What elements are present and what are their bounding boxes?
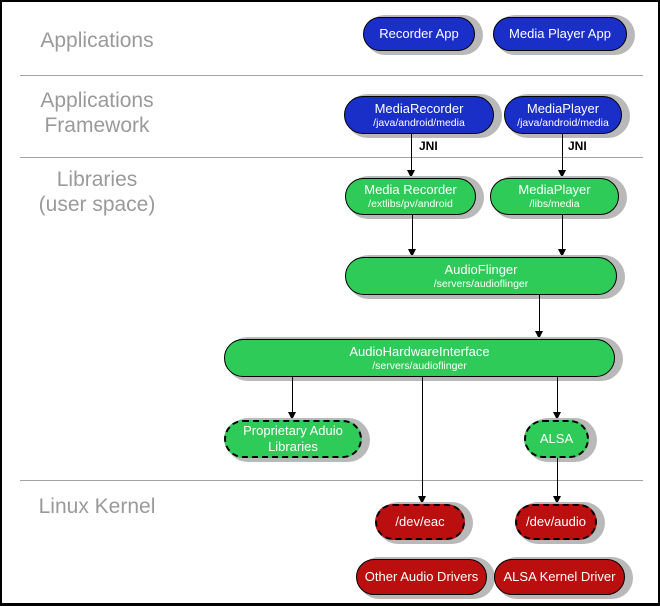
arrow-down-head bbox=[408, 249, 416, 257]
node-title: /dev/audio bbox=[526, 514, 586, 530]
edge-audioflinger-to-ahi bbox=[539, 295, 540, 331]
node-title: MediaPlayer bbox=[526, 100, 600, 116]
arrow-down-head bbox=[418, 496, 426, 504]
jni-label-left: JNI bbox=[419, 139, 438, 153]
node-mediaplayer-lib: MediaPlayer /libs/media bbox=[490, 178, 619, 215]
node-dev-audio: /dev/audio bbox=[515, 504, 597, 540]
node-title: Proprietary Aduio Libraries bbox=[243, 423, 343, 454]
arrow-down-head bbox=[407, 170, 415, 178]
node-mediarecorder-framework: MediaRecorder /java/android/media bbox=[344, 96, 494, 134]
layer-label-libraries-user-space: Libraries (user space) bbox=[38, 168, 156, 216]
node-title: /dev/eac bbox=[395, 514, 445, 530]
arrow-down-head bbox=[288, 412, 296, 420]
node-path: /servers/audioflinger bbox=[372, 359, 467, 372]
edge-mediarecorder-to-audioflinger bbox=[412, 215, 413, 249]
arrow-down-head bbox=[558, 170, 566, 178]
jni-label-right: JNI bbox=[568, 139, 587, 153]
node-title: ALSA Kernel Driver bbox=[503, 569, 616, 585]
node-title: Other Audio Drivers bbox=[364, 569, 479, 585]
layer-separator bbox=[20, 157, 643, 158]
node-title: ALSA bbox=[539, 431, 574, 447]
edge-ahi-to-dev-eac bbox=[422, 377, 423, 496]
arrow-down-head bbox=[553, 412, 561, 420]
node-path: /extlibs/pv/android bbox=[368, 198, 453, 210]
node-other-audio-drivers: Other Audio Drivers bbox=[356, 559, 487, 595]
edge-alsa-to-dev-audio bbox=[557, 458, 558, 496]
node-audiohardwareinterface: AudioHardwareInterface /servers/audiofli… bbox=[224, 339, 615, 377]
layer-label-linux-kernel: Linux Kernel bbox=[38, 495, 156, 518]
arrow-down-head bbox=[535, 331, 543, 339]
layer-label-applications-framework: Applications Framework bbox=[40, 89, 154, 137]
node-mediaplayer-framework: MediaPlayer /java/android/media bbox=[504, 96, 622, 134]
node-title: AudioFlinger bbox=[444, 261, 518, 277]
node-dev-eac: /dev/eac bbox=[375, 504, 465, 540]
node-title: MediaPlayer bbox=[518, 182, 591, 198]
node-media-recorder-lib: Media Recorder /extlibs/pv/android bbox=[345, 178, 476, 215]
edge-mediarecorder-jni-line bbox=[411, 134, 412, 170]
node-title: AudioHardwareInterface bbox=[349, 343, 490, 359]
node-audioflinger: AudioFlinger /servers/audioflinger bbox=[345, 257, 617, 295]
layer-label-applications: Applications bbox=[40, 29, 154, 52]
node-path: /libs/media bbox=[529, 198, 580, 210]
edge-ahi-to-alsa bbox=[557, 377, 558, 412]
arrow-down-head bbox=[558, 249, 566, 257]
edge-mediaplayer-jni-line bbox=[562, 134, 563, 170]
node-title: Media Recorder bbox=[364, 182, 457, 198]
node-path: /java/android/media bbox=[517, 116, 609, 129]
edge-mediaplayer-to-audioflinger bbox=[562, 215, 563, 249]
layer-separator bbox=[20, 75, 643, 76]
node-path: /java/android/media bbox=[373, 116, 465, 129]
node-title: Recorder App bbox=[379, 26, 459, 42]
node-path: /servers/audioflinger bbox=[433, 277, 529, 290]
arrow-down-head bbox=[553, 496, 561, 504]
node-title: Media Player App bbox=[509, 26, 611, 42]
node-title: MediaRecorder bbox=[374, 100, 464, 116]
edge-ahi-to-proprietary bbox=[292, 377, 293, 412]
node-alsa: ALSA bbox=[524, 420, 589, 458]
node-media-player-app: Media Player App bbox=[493, 17, 627, 51]
node-proprietary-audio-libraries: Proprietary Aduio Libraries bbox=[224, 420, 362, 458]
node-recorder-app: Recorder App bbox=[363, 17, 475, 51]
layer-separator bbox=[20, 480, 643, 481]
node-alsa-kernel-driver: ALSA Kernel Driver bbox=[494, 559, 625, 595]
